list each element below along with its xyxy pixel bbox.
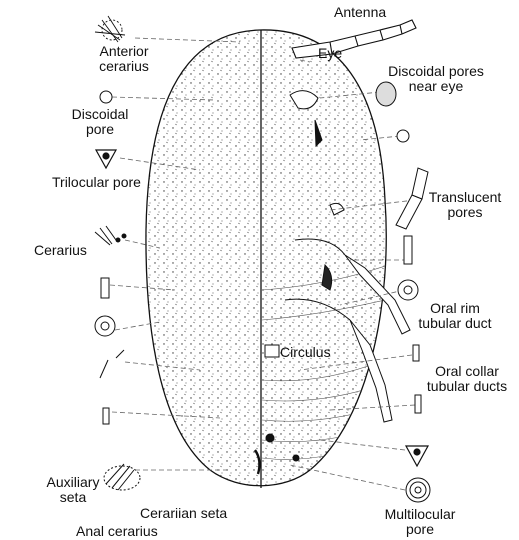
multilocular-pore-line-2: pore	[405, 521, 435, 537]
seta-detail	[99, 349, 125, 379]
multilocular-pore-label: Multilocular pore	[370, 507, 470, 537]
translucent-pores-label: Translucent pores	[428, 190, 502, 220]
anal-cerarius-detail	[103, 463, 141, 491]
multilocular-pore-detail	[405, 477, 431, 503]
anterior-cerarius-line-2: cerarius	[99, 58, 149, 74]
translucent-pores-line-1: Translucent	[428, 189, 502, 205]
auxiliary-seta-label: Auxiliary seta	[38, 475, 108, 505]
trilocular-pore-right-detail	[404, 445, 430, 468]
anterior-cerarius-line-1: Anterior	[99, 43, 149, 59]
discoidal-pores-near-eye-label: Discoidal pores near eye	[380, 64, 492, 94]
ventral-structures	[253, 90, 351, 475]
circulus-label: Circulus	[280, 344, 331, 360]
discoidal-pores-near-eye-line-2: near eye	[408, 78, 464, 94]
oral-rim-tubular-duct-line-1: Oral rim	[430, 300, 480, 316]
cerarius-detail	[94, 225, 127, 246]
discoidal-pore-near-eye-detail	[375, 81, 410, 143]
oral-rim-tubular-duct-right	[397, 235, 419, 301]
multilocular-pore-line-1: Multilocular	[384, 506, 456, 522]
trilocular-pore-detail	[94, 149, 118, 170]
discoidal-pore-line-1: Discoidal	[71, 106, 129, 122]
antenna	[291, 19, 417, 59]
oral-rim-tubular-duct-label: Oral rim tubular duct	[408, 301, 502, 331]
cerariian-seta-label: Cerariian seta	[140, 505, 228, 521]
oral-rim-tubular-duct-left	[94, 277, 116, 337]
anal-cerarius-label: Anal cerarius	[76, 523, 158, 539]
cerarius-label: Cerarius	[34, 242, 87, 258]
trilocular-pore-label: Trilocular pore	[52, 174, 141, 190]
discoidal-pore-detail	[99, 90, 113, 104]
anterior-cerarius-detail	[94, 15, 126, 43]
oral-collar-tubular-ducts-label: Oral collar tubular ducts	[420, 364, 514, 394]
legs	[344, 254, 411, 423]
eye-label: Eye	[318, 45, 343, 61]
leader-lines	[109, 37, 416, 491]
discoidal-pore-line-2: pore	[85, 121, 115, 137]
body-outline	[145, 29, 387, 488]
translucent-pores-detail	[395, 167, 429, 230]
antenna-label: Antenna	[334, 4, 387, 20]
oral-collar-tubular-ducts-line-1: Oral collar	[435, 363, 499, 379]
discoidal-pore-label: Discoidal pore	[60, 107, 140, 137]
translucent-pores-line-2: pores	[447, 204, 483, 220]
anterior-cerarius-label: Anterior cerarius	[94, 44, 154, 74]
auxiliary-seta-line-1: Auxiliary	[46, 474, 100, 490]
oral-collar-tubular-ducts-line-2: tubular ducts	[426, 378, 508, 394]
auxiliary-seta-line-2: seta	[59, 489, 87, 505]
discoidal-pores-near-eye-line-1: Discoidal pores	[388, 63, 484, 79]
oral-collar-tubular-ducts-detail	[102, 344, 422, 425]
oral-rim-tubular-duct-line-2: tubular duct	[418, 315, 492, 331]
